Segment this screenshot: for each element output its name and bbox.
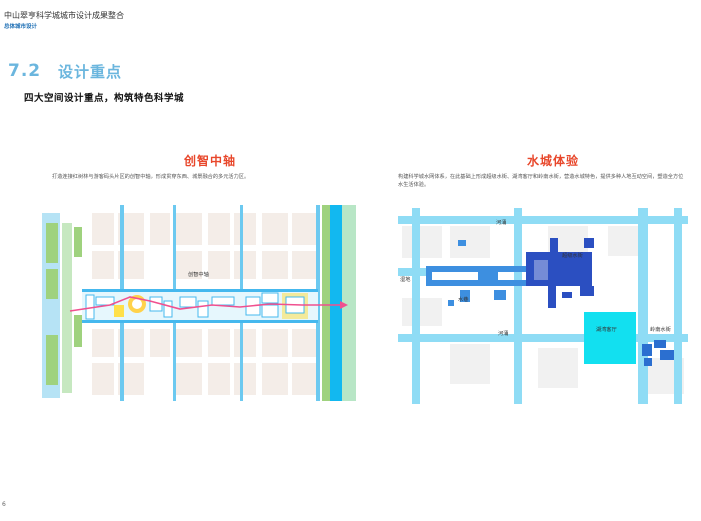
super-water-street-label: 超级水街 [562, 253, 583, 259]
lingnan-water-street [642, 340, 674, 366]
lake-bay-hall [584, 312, 636, 364]
right-panel-description: 构建科学城水网体系，在此基础上形成超级水街、湖湾客厅和岭南水街，营造水城特色，提… [398, 174, 684, 188]
wetland-label: 湿地 [400, 277, 411, 283]
lingnan-water-street-label: 岭南水街 [650, 327, 671, 333]
doc-subtitle: 总体城市设计 [4, 24, 38, 30]
lake-bay-hall-label: 湖湾客厅 [596, 327, 617, 333]
right-green-band [322, 205, 330, 401]
water-map-drawing [398, 208, 688, 404]
left-panel-title: 创智中轴 [184, 154, 237, 168]
water-lane-label: 水巷 [458, 297, 469, 303]
axis-arrow-icon [340, 301, 348, 309]
left-panel-description: 打造连接红树林与游客码头片区的创智中轴，形成贯穿东西、城景融合的多元活力区。 [52, 174, 250, 180]
section-number: 7.2 [8, 61, 42, 81]
axis-map-drawing [40, 205, 358, 401]
super-water-street [526, 238, 594, 308]
river-top-label: 河涌 [496, 220, 507, 226]
axis-map: 创智中轴 [40, 205, 358, 401]
river-network [398, 208, 688, 404]
water-map: 河涌 超级水街 湿地 水巷 河涌 湖湾客厅 岭南水街 [398, 208, 688, 404]
right-panel-title: 水城体验 [527, 154, 580, 168]
right-river [330, 205, 342, 401]
axis-map-label: 创智中轴 [188, 272, 209, 278]
water-lanes [426, 266, 566, 302]
doc-title: 中山翠亨科学城城市设计成果整合 [4, 11, 124, 20]
river-bottom-label: 河涌 [498, 331, 509, 337]
section-title: 设计重点 [58, 63, 123, 81]
axis-route [69, 296, 340, 312]
page-number: 6 [2, 501, 6, 508]
section-heading: 四大空间设计重点，构筑特色科学城 [24, 93, 185, 104]
